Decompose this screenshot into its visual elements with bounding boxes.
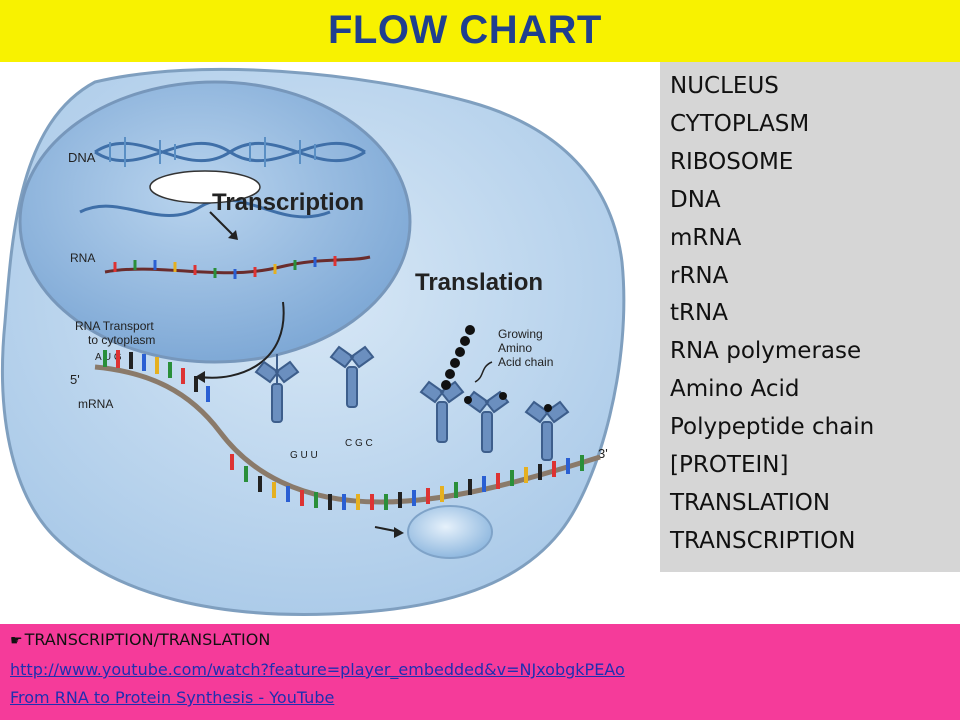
- arrowhead-1: [228, 230, 238, 240]
- anticodon-2-label: C G C: [345, 438, 373, 449]
- term-item: [PROTEIN]: [670, 452, 789, 479]
- term-item: NUCLEUS: [670, 73, 779, 99]
- youtube-title-link[interactable]: From RNA to Protein Synthesis - YouTube: [10, 688, 335, 707]
- rna-strand: [104, 255, 371, 279]
- footer-heading: TRANSCRIPTION/TRANSLATION: [24, 630, 271, 649]
- anticodon-1-label: G U U: [290, 450, 318, 461]
- three-prime-label: 3': [598, 446, 608, 461]
- term-item: TRANSCRIPTION: [670, 527, 856, 554]
- term-item: TRANSLATION: [670, 489, 831, 516]
- diagram-svg: DNA Transcription RNA Translation RNA Tr…: [1, 67, 626, 616]
- term-item: RIBOSOME: [670, 148, 794, 175]
- pointing-hand-icon: ☛: [10, 633, 23, 649]
- dna-helix: [79, 137, 366, 219]
- term-item: rRNA: [670, 262, 729, 289]
- title-bar: FLOW CHART: [0, 0, 960, 62]
- amino-acid-chain: [441, 325, 552, 412]
- footer-resources: ☛TRANSCRIPTION/TRANSLATION http://www.yo…: [0, 624, 960, 720]
- arrowhead-2: [195, 371, 205, 383]
- terms-panel: NUCLEUS CYTOPLASM RIBOSOME DNA mRNA rRNA…: [660, 62, 960, 572]
- mrna-strand: [94, 350, 601, 510]
- transcription-label: Transcription: [212, 189, 364, 216]
- ribosome: [407, 505, 493, 559]
- youtube-url-link[interactable]: http://www.youtube.com/watch?feature=pla…: [10, 660, 625, 679]
- translation-label: Translation: [415, 269, 543, 296]
- term-item: mRNA: [670, 224, 742, 251]
- term-item: Polypeptide chain: [670, 414, 875, 441]
- growing-label: Growing: [498, 327, 543, 341]
- protein-synthesis-diagram: DNA Transcription RNA Translation RNA Tr…: [0, 62, 640, 622]
- transcription-arrow: [209, 211, 236, 238]
- chain-pointer: [474, 361, 493, 383]
- terms-list: NUCLEUS CYTOPLASM RIBOSOME DNA mRNA rRNA…: [670, 68, 874, 561]
- export-arrow: [199, 301, 285, 379]
- rna-transport-label: RNA Transport: [75, 319, 154, 333]
- to-cytoplasm-label: to cytoplasm: [88, 333, 155, 347]
- rna-label: RNA: [70, 251, 95, 265]
- page-title: FLOW CHART: [328, 8, 602, 52]
- footer-link-row: http://www.youtube.com/watch?feature=pla…: [10, 660, 625, 679]
- term-item: CYTOPLASM: [670, 110, 810, 137]
- footer-title-row: From RNA to Protein Synthesis - YouTube: [10, 688, 334, 707]
- five-prime-label: 5': [70, 372, 80, 387]
- dna-label: DNA: [68, 150, 96, 165]
- nucleus: [18, 80, 412, 364]
- arrowhead-3: [394, 527, 404, 538]
- footer-heading-row: ☛TRANSCRIPTION/TRANSLATION: [10, 630, 270, 649]
- codon-start-label: A U G: [95, 352, 122, 363]
- amino-label: Amino: [498, 341, 532, 355]
- term-item: Amino Acid: [670, 376, 800, 403]
- term-item: tRNA: [670, 300, 728, 327]
- term-item: RNA polymerase: [670, 338, 862, 365]
- trna-molecules: [254, 345, 570, 461]
- mrna-label: mRNA: [78, 397, 113, 411]
- acid-chain-label: Acid chain: [498, 355, 553, 369]
- term-item: DNA: [670, 186, 721, 213]
